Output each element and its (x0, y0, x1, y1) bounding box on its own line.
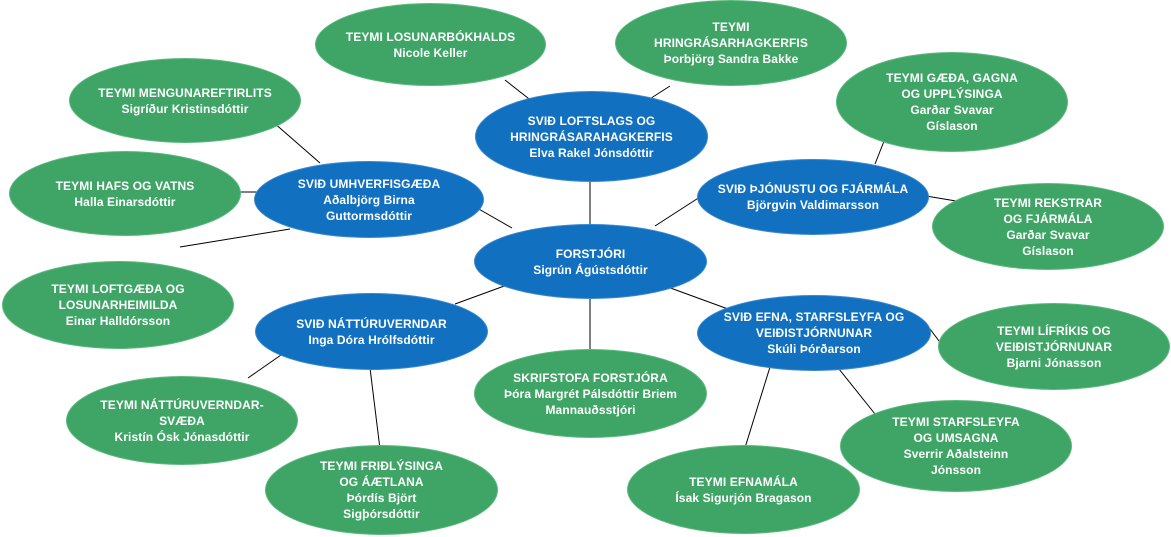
team-protected-node: TEYMI NÁTTÚRUVERNDAR- SVÆÐA Kristín Ósk … (66, 376, 298, 465)
team-airquality-node: TEYMI LOFTGÆÐA OG LOSUNARHEIMILDA Einar … (2, 261, 234, 349)
division-service-node: SVIÐ ÞJÓNUSTU OG FJÁRMÁLA Björgvin Valdi… (697, 159, 929, 235)
team-biodiversity-node: TEYMI LÍFRÍKIS OG VEIÐISTJÓRNUNAR Bjarni… (938, 303, 1170, 390)
team-chemistry-node: TEYMI EFNAMÁLA Ísak Sigurjón Bragason (627, 445, 860, 534)
node-title: TEYMI LOSUNARBÓKHALDS (345, 29, 516, 44)
node-title: TEYMI STARFSLEYFA OG UMSAGNA (892, 415, 1020, 445)
node-name: Garðar Svavar Gíslason (1006, 227, 1090, 258)
node-name: Mannauðsstjóri (545, 402, 636, 417)
node-name: Sverrir Aðalsteinn Jónsson (903, 447, 1009, 477)
division-nature-node: SVIÐ NÁTTÚRUVERNDAR Inga Dóra Hrólfsdótt… (255, 293, 488, 370)
connector-director-chemicals (664, 285, 729, 310)
node-name: Einar Halldórsson (65, 314, 171, 328)
team-quality-node: TEYMI GÆÐA, GAGNA OG UPPLÝSINGA Garðar S… (836, 52, 1068, 152)
connector-chemicals-chemistry (743, 366, 771, 452)
division-director-node: FORSTJÓRI Sigrún Ágústsdóttir (474, 224, 707, 299)
node-name: Guttormsdóttir (325, 208, 413, 223)
node-name: Þórdís Björt Sigþórsdóttir (343, 491, 420, 521)
node-title: TEYMI GÆÐA, GAGNA OG UPPLÝSINGA (886, 71, 1018, 101)
node-title: TEYMI MENGUNAREFTIRLITS (98, 85, 272, 100)
node-name: Bjarni Jónasson (1006, 355, 1102, 370)
node-title: TEYMI LOFTGÆÐA OG LOSUNARHEIMILDA (51, 282, 185, 312)
node-title: TEYMI LÍFRÍKIS OG VEIÐISTJÓRNUNAR (995, 323, 1113, 354)
node-title: SVIÐ ÞJÓNUSTU OG FJÁRMÁLA (717, 182, 909, 196)
team-circular-node: TEYMI HRINGRÁSARHAGKERFIS Þorbjörg Sandr… (615, 0, 847, 86)
node-title: TEYMI EFNAMÁLA (689, 474, 798, 489)
node-title: SKRIFSTOFA FORSTJÓRA (513, 370, 668, 385)
node-title: SVIÐ UMHVERFISGÆÐA (297, 176, 441, 191)
node-name: Aðalbjörg Birna (323, 192, 415, 207)
node-title: TEYMI (712, 20, 750, 34)
team-operations-node: TEYMI REKSTRAR OG FJÁRMÁLA Garðar Svavar… (932, 183, 1164, 270)
node-name: Kristín Ósk Jónasdóttir (114, 429, 250, 444)
office-director-node: SKRIFSTOFA FORSTJÓRA Þóra Margrét Pálsdó… (474, 349, 707, 438)
node-title: SVIÐ NÁTTÚRUVERNDAR (296, 316, 447, 331)
node-name: Elva Rakel Jónsdóttir (529, 145, 654, 160)
node-title: SVIÐ LOFTSLAGS OG HRINGRÁSARAHAGKERFIS (510, 113, 673, 144)
node-name: Þorbjörg Sandra Bakke (663, 52, 799, 66)
node-name: Garðar Svavar Gíslason (910, 103, 994, 133)
connector-director-service (654, 194, 704, 227)
node-title: SVIÐ EFNA, STARFSLEYFA OG VEIÐISTJÓRNUNA… (723, 310, 905, 340)
node-name: Sigrún Ágústsdóttir (533, 262, 648, 277)
connector-nature-designation (369, 367, 381, 450)
connector-nature-protected (247, 354, 282, 379)
team-accounting-node: TEYMI LOSUNARBÓKHALDS Nicole Keller (315, 3, 546, 86)
node-name: Þóra Margrét Pálsdóttir Briem (504, 386, 677, 401)
team-sea-node: TEYMI HAFS OG VATNS Halla Einarsdóttir (9, 151, 241, 236)
node-title: FORSTJÓRI (555, 246, 626, 261)
node-title: HRINGRÁSARHAGKERFIS (654, 36, 808, 50)
division-environment-node: SVIÐ UMHVERFISGÆÐA Aðalbjörg Birna Gutto… (254, 161, 484, 238)
connector-environment-airquality (179, 228, 291, 248)
node-name: Ísak Sigurjón Bragason (675, 490, 812, 505)
connector-service-operations (925, 195, 957, 202)
node-name: Björgvin Valdimarsson (746, 198, 880, 212)
connector-director-nature (454, 284, 508, 305)
node-title: SVÆÐA (159, 413, 205, 428)
team-pollution-node: TEYMI MENGUNAREFTIRLITS Sigríður Kristin… (69, 58, 301, 143)
division-climate-node: SVIÐ LOFTSLAGS OG HRINGRÁSARAHAGKERFIS E… (475, 91, 708, 182)
node-title: TEYMI FRIÐLÝSINGA OG ÁÆTLANA (319, 459, 444, 489)
node-name: Skúli Þórðarson (767, 342, 861, 356)
node-name: Sigríður Kristinsdóttir (121, 101, 249, 116)
connector-environment-pollution (272, 121, 321, 164)
node-title: TEYMI REKSTRAR OG FJÁRMÁLA (993, 195, 1103, 226)
connector-chemicals-permits (834, 363, 876, 415)
division-chemicals-node: SVIÐ EFNA, STARFSLEYFA OG VEIÐISTJÓRNUNA… (697, 295, 931, 371)
team-designation-node: TEYMI FRIÐLÝSINGA OG ÁÆTLANA Þórdís Björ… (265, 445, 498, 535)
node-name: Halla Einarsdóttir (74, 194, 176, 209)
team-permits-node: TEYMI STARFSLEYFA OG UMSAGNA Sverrir Aða… (840, 400, 1072, 492)
node-name: Inga Dóra Hrólfsdóttir (308, 332, 435, 347)
node-title: TEYMI NÁTTÚRUVERNDAR- (100, 397, 264, 412)
node-name: Nicole Keller (393, 45, 468, 60)
node-title: TEYMI HAFS OG VATNS (55, 178, 195, 193)
